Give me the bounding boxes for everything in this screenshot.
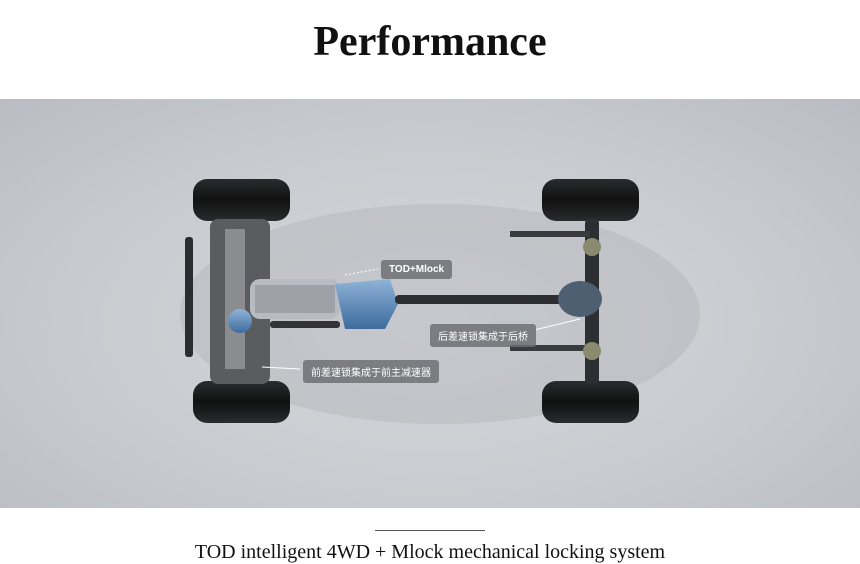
front-diff-lock-label: 前差速锁集成于前主减速器 [303,360,439,383]
front-left-tire [193,179,290,221]
caption: TOD intelligent 4WD + Mlock mechanical l… [194,541,666,563]
page-title: Performance [313,19,547,65]
chassis-illustration [180,179,700,424]
rear-diff-lock-label: 后差速锁集成于后桥 [430,324,536,347]
rear-right-tire [542,381,639,423]
chassis-image: TOD+Mlock 后差速锁集成于后桥 前差速锁集成于前主减速器 [0,99,860,508]
front-right-tire [193,381,290,423]
rear-left-tire [542,179,639,221]
divider [375,530,485,531]
tod-mlock-label: TOD+Mlock [381,260,453,279]
